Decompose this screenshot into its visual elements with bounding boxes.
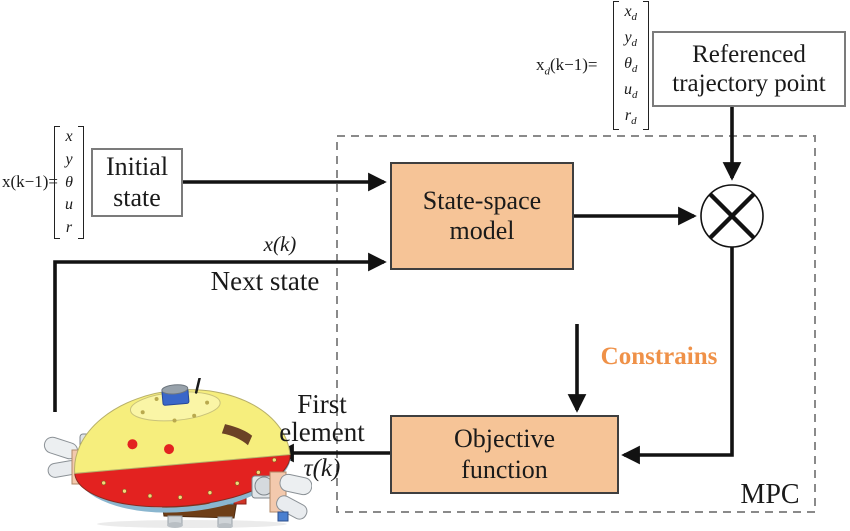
vector-item: rd [624,106,637,127]
robot-right-thrusters [251,471,312,522]
x-k-label: x(k) [263,232,297,256]
initial-state-block: Initial state [91,148,183,217]
initial-state-label: Initial state [105,152,169,212]
reference-equation-base: x [536,55,545,74]
referenced-trajectory-block: Referenced trajectory point [652,31,846,107]
state-space-model-label: State-space model [422,185,542,245]
next-state-label: Next state [210,266,320,296]
bracket-open-icon [613,1,619,130]
error-to-objective-arrow [621,247,734,465]
vector-item: yd [624,28,638,50]
reference-vector: xd yd θd ud rd [613,1,649,130]
reference-equation-rest: (k−1)= [550,55,598,74]
referenced-trajectory-label: Referenced trajectory point [672,41,826,97]
feedback-next-state-arrow [53,252,387,412]
vector-item: θd [624,54,638,76]
objective-function-block: Objective function [390,415,619,494]
multiplier-cross-icon [708,192,756,240]
bracket-close-icon [642,1,649,130]
vector-item: ud [624,80,638,102]
bracket-open-icon [54,126,60,239]
robot-image [43,378,312,528]
mpc-boundary [336,135,816,513]
vector-item: x [65,128,73,145]
reference-equation: xd(k−1)= [536,55,598,77]
vector-item: y [65,150,73,168]
initial-state-equation-lhs: x(k−1)= [2,172,58,191]
vector-item: r [65,219,73,236]
mpc-label: MPC [740,479,800,510]
objective-function-label: Objective function [453,424,556,484]
initial-state-vector: x y θ u r [54,126,84,239]
initial-state-equation: x(k−1)= [2,172,58,192]
state-space-model-block: State-space model [390,162,574,270]
reference-equation-sub: d [544,65,551,78]
constrains-label: Constrains [600,343,718,370]
vector-item: θ [65,173,73,191]
vector-item: u [65,196,73,214]
tau-k-label: τ(k) [303,455,341,482]
first-element-label: First element [279,389,365,448]
vector-item: xd [624,3,638,24]
bracket-close-icon [78,126,84,239]
robot-dome [74,378,291,513]
